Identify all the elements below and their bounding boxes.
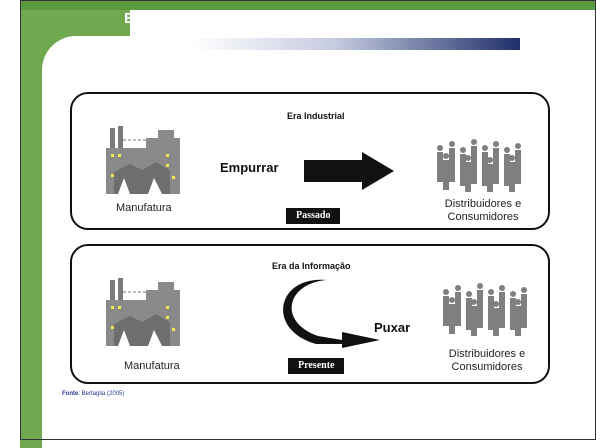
panel-era-industrial: Era Industrial Manufatura Empurrar Passa…	[70, 92, 550, 230]
factory-icon	[106, 126, 180, 194]
customers-label: Distribuidores e Consumidores	[428, 198, 538, 224]
source-citation: Fonte: Bertaglia (2005)	[62, 391, 124, 397]
source-prefix: Fonte	[62, 391, 79, 397]
customers-label-line1: Distribuidores e	[444, 198, 522, 210]
pull-label: Puxar	[374, 320, 411, 335]
pull-arrow	[283, 279, 380, 348]
era-title: Era Industrial	[287, 111, 345, 121]
customers-label-line2: Consumidores	[451, 361, 523, 373]
slide-title: Evolução da CS	[124, 10, 238, 27]
top-accent-bar	[20, 0, 596, 10]
era-tag: Presente	[288, 358, 345, 374]
customers-label-line2: Consumidores	[447, 211, 519, 223]
people-icon	[443, 283, 527, 336]
era-tag: Passado	[286, 208, 341, 224]
title-gradient-band	[108, 38, 520, 50]
factory-label: Manufatura	[124, 360, 180, 372]
slide-frame	[20, 0, 596, 440]
panel-era-informacao: Era da Informação Manufatura Puxar Prese…	[70, 244, 550, 384]
customers-label: Distribuidores e Consumidores	[432, 348, 542, 374]
customers-label-line1: Distribuidores e	[448, 348, 526, 360]
people-icon	[437, 139, 521, 192]
source-text: : Bertaglia (2005)	[78, 391, 125, 397]
push-arrow	[304, 152, 394, 190]
left-accent-bar	[20, 0, 42, 448]
factory-label: Manufatura	[116, 202, 172, 214]
era-title: Era da Informação	[272, 261, 351, 271]
factory-icon	[106, 278, 180, 346]
push-label: Empurrar	[220, 160, 279, 175]
